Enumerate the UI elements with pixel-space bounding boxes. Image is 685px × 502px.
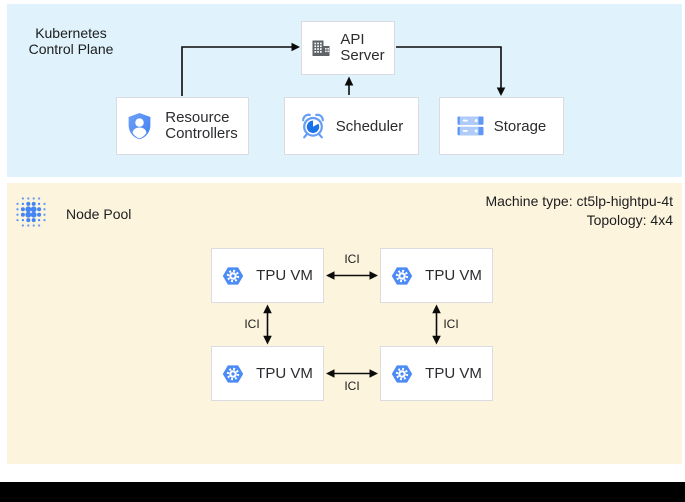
topology-text: Topology: 4x4 — [586, 212, 673, 228]
tpu-vm-label: TPU VM — [425, 365, 482, 382]
dot-cluster-icon — [13, 194, 49, 230]
tpu-hexagon-icon — [222, 265, 244, 287]
building-icon — [311, 38, 331, 58]
bottom-bar — [0, 482, 685, 502]
api-server-label: API Server — [340, 30, 385, 64]
tpu-hexagon-icon — [222, 363, 244, 385]
control-plane-title: Kubernetes Control Plane — [28, 25, 114, 57]
scheduler-label: Scheduler — [335, 117, 404, 135]
node-pool-title: Node Pool — [66, 206, 132, 222]
ici-link-label-top: ICI — [344, 252, 360, 266]
machine-info: Machine type: ct5lp-hightpu-4t Topology:… — [485, 192, 673, 230]
tpu-hexagon-icon — [391, 265, 413, 287]
tpu-vm-node-bottom-left: TPU VM — [211, 346, 324, 401]
server-stack-icon — [457, 116, 484, 136]
shield-person-icon — [127, 112, 152, 140]
storage-node: Storage — [439, 97, 564, 155]
api-server-node: API Server — [301, 21, 395, 75]
tpu-vm-label: TPU VM — [425, 267, 482, 284]
ici-link-label-bottom: ICI — [344, 379, 360, 393]
node-pool-panel — [7, 183, 682, 464]
tpu-vm-node-top-left: TPU VM — [211, 248, 324, 303]
storage-label: Storage — [493, 117, 547, 135]
ici-link-label-right: ICI — [443, 317, 459, 331]
resource-controllers-label: Resource Controllers — [165, 108, 238, 142]
tpu-vm-label: TPU VM — [256, 267, 313, 284]
tpu-vm-label: TPU VM — [256, 365, 313, 382]
tpu-vm-node-top-right: TPU VM — [380, 248, 493, 303]
alarm-clock-icon — [300, 113, 326, 139]
machine-type-text: Machine type: ct5lp-hightpu-4t — [485, 193, 673, 209]
tpu-vm-node-bottom-right: TPU VM — [380, 346, 493, 401]
resource-controllers-node: Resource Controllers — [116, 97, 249, 155]
ici-link-label-left: ICI — [244, 317, 260, 331]
tpu-hexagon-icon — [391, 363, 413, 385]
scheduler-node: Scheduler — [284, 97, 419, 155]
